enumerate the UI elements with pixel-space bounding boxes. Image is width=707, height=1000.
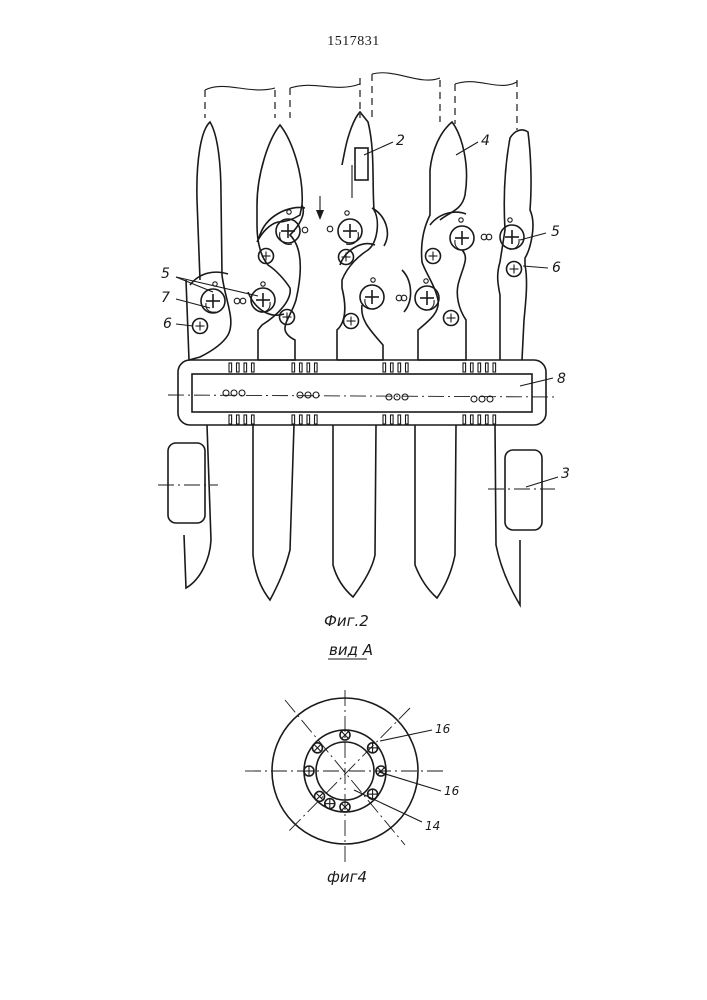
label-3: 3 [561, 466, 570, 482]
figure-2-machine-header: 2 4 5 6 5 7 6 8 3 Фиг.2 [158, 73, 570, 630]
frame-tooth [315, 363, 318, 372]
frame-bearing [386, 394, 392, 400]
frame-tooth [237, 363, 240, 372]
header-frame [168, 360, 555, 425]
label-2: 2 [396, 133, 405, 149]
frame-tooth [383, 363, 386, 372]
frame-tooth [300, 415, 303, 424]
bolt-hole [325, 799, 335, 809]
figure-2-caption: Фиг.2 [324, 612, 369, 630]
frame-tooth [486, 415, 489, 424]
figure-4-caption: фиг4 [327, 868, 367, 886]
frame-tooth [300, 363, 303, 372]
sensor-element [355, 148, 368, 180]
bolt-hole [368, 743, 378, 753]
frame-bearing [313, 392, 319, 398]
frame-tooth [406, 363, 409, 372]
frame-tooth [471, 363, 474, 372]
frame-bearing [297, 392, 303, 398]
frame-tooth [383, 415, 386, 424]
label-16-bottom: 16 [444, 784, 460, 798]
frame-bearing [402, 394, 408, 400]
guide-rollers [193, 249, 522, 334]
conveyor-dashed-lines [205, 73, 517, 130]
label-6-left: 6 [163, 316, 172, 332]
frame-tooth [478, 363, 481, 372]
frame-tooth [398, 415, 401, 424]
bolt-hole [312, 743, 322, 753]
frame-tooth [307, 363, 310, 372]
frame-tooth [391, 415, 394, 424]
frame-tooth [292, 415, 295, 424]
frame-tooth [237, 415, 240, 424]
label-5-right: 5 [551, 224, 560, 240]
frame-tooth [244, 415, 247, 424]
label-16-top: 16 [435, 722, 451, 736]
label-4: 4 [481, 133, 490, 149]
frame-tooth [229, 363, 232, 372]
label-5-left: 5 [161, 266, 170, 282]
frame-tooth [244, 363, 247, 372]
frame-teeth [229, 363, 496, 424]
frame-tooth [486, 363, 489, 372]
figure-4-view-a: вид A 16 16 14 фиг4 [245, 641, 460, 886]
frame-tooth [463, 363, 466, 372]
frame-bearing [305, 392, 311, 398]
frame-tooth [292, 363, 295, 372]
view-a-title: вид A [329, 641, 373, 659]
frame-tooth [391, 363, 394, 372]
frame-tooth [252, 415, 255, 424]
divider-3 [418, 122, 467, 360]
stripping-rolls [201, 219, 524, 313]
feed-direction-arrow [316, 196, 324, 220]
frame-tooth [493, 363, 496, 372]
bolt-hole [304, 766, 314, 776]
label-14: 14 [425, 819, 440, 833]
fig4-leaders [354, 730, 441, 822]
frame-tooth [307, 415, 310, 424]
label-7: 7 [161, 290, 170, 306]
frame-tooth [493, 415, 496, 424]
frame-tooth [315, 415, 318, 424]
frame-bearing [394, 394, 400, 400]
frame-tooth [406, 415, 409, 424]
frame-tooth [463, 415, 466, 424]
frame-tooth [478, 415, 481, 424]
label-8: 8 [557, 371, 566, 387]
frame-tooth [471, 415, 474, 424]
frame-tooth [252, 363, 255, 372]
frame-tooth [398, 363, 401, 372]
crop-lifters [184, 425, 520, 605]
label-6-right: 6 [552, 260, 561, 276]
frame-tooth [229, 415, 232, 424]
